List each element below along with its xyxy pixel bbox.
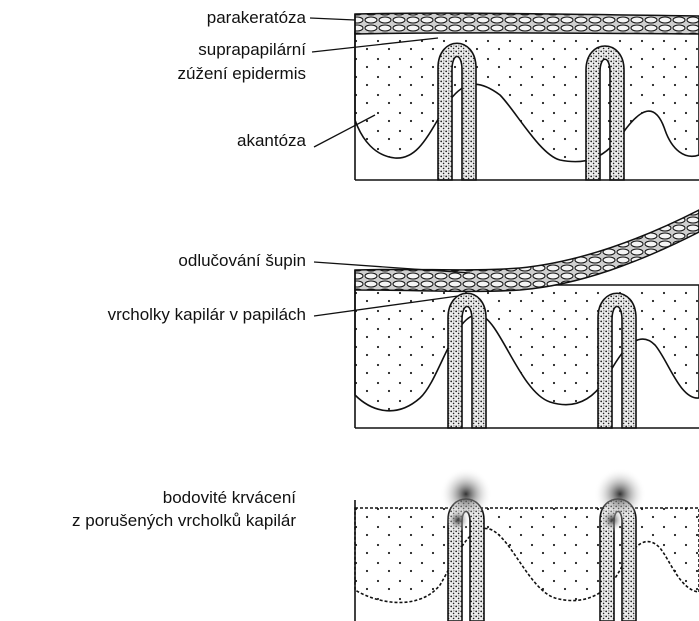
bleeding-spot [600,508,624,532]
epidermis-shape [355,508,699,603]
epidermis-shape [355,285,699,411]
scaling-layer [355,210,699,291]
panel-3-section [355,468,699,621]
panel-2-section [314,210,699,428]
epidermis-shape [355,32,699,162]
parakeratosis-layer [355,13,699,34]
panel-1-section [310,13,699,180]
bleeding-spot [446,508,470,532]
